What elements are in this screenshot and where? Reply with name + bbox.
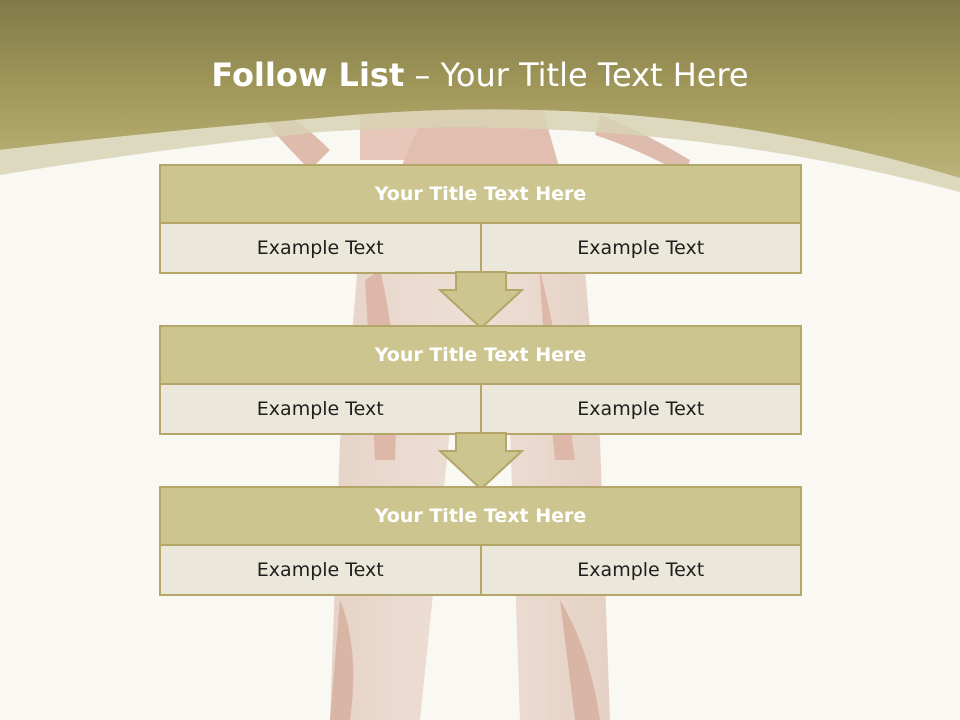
slide-title: Follow List – Your Title Text Here xyxy=(0,52,960,98)
block-title: Your Title Text Here xyxy=(161,488,800,546)
list-block-1: Your Title Text Here Example Text Exampl… xyxy=(159,164,802,274)
block-cell-right: Example Text xyxy=(479,385,800,433)
list-block-2: Your Title Text Here Example Text Exampl… xyxy=(159,325,802,435)
slide-title-bold: Follow List xyxy=(211,56,405,94)
block-cell-left: Example Text xyxy=(161,546,480,594)
block-cell-right: Example Text xyxy=(479,224,800,272)
block-cell-right: Example Text xyxy=(479,546,800,594)
block-row: Example Text Example Text xyxy=(161,224,800,272)
block-row: Example Text Example Text xyxy=(161,546,800,594)
down-arrow-icon xyxy=(438,271,524,330)
block-title: Your Title Text Here xyxy=(161,327,800,385)
block-cell-left: Example Text xyxy=(161,224,480,272)
block-title: Your Title Text Here xyxy=(161,166,800,224)
down-arrow-icon xyxy=(438,432,524,491)
block-cell-left: Example Text xyxy=(161,385,480,433)
list-block-3: Your Title Text Here Example Text Exampl… xyxy=(159,486,802,596)
block-row: Example Text Example Text xyxy=(161,385,800,433)
slide-title-rest: – Your Title Text Here xyxy=(414,56,749,94)
